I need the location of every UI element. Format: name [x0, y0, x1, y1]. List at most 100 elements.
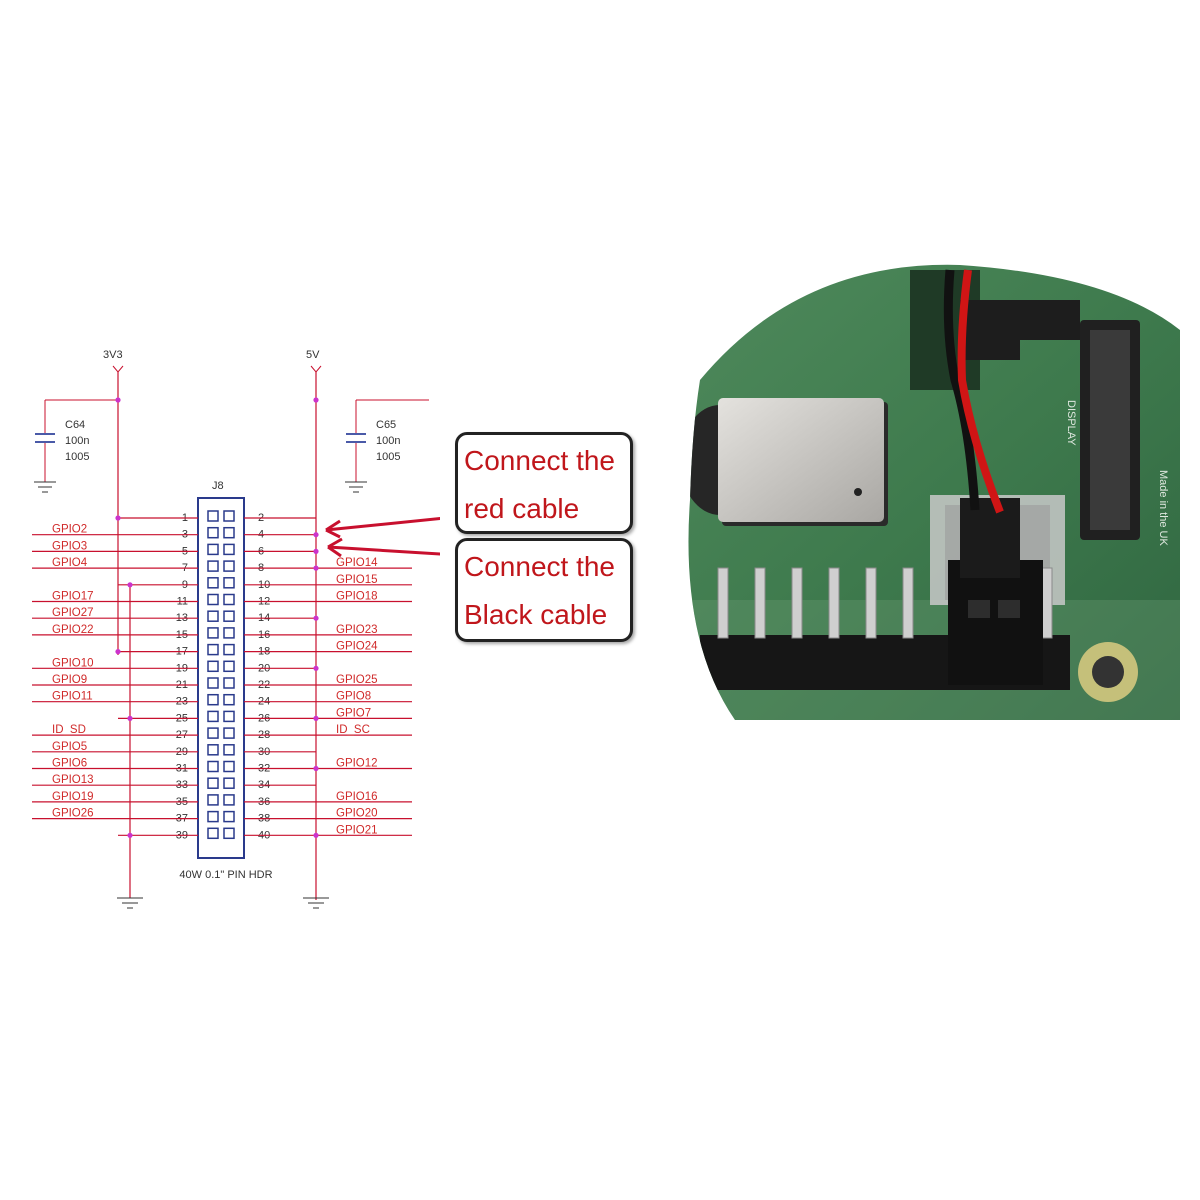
svg-text:Made in the UK: Made in the UK: [1157, 470, 1169, 546]
rail-label-5v: 5V: [306, 349, 320, 361]
arrow-red-callout: [325, 517, 440, 532]
callout-black-cable: Connect the Black cable: [455, 538, 633, 642]
header-caption: 40W 0.1" PIN HDR: [179, 869, 272, 881]
cap-c65-value: 100n: [376, 435, 400, 447]
rail-arrow-3v3: [112, 365, 124, 373]
header-pin-even: [223, 794, 235, 806]
fan-connector: [948, 560, 1043, 685]
callout-black-line1: Connect the: [464, 551, 615, 582]
callout-red-line2: red cable: [464, 493, 580, 524]
header-pin-even: [223, 593, 235, 606]
header-pin-even: [223, 827, 235, 840]
header-pin-odd: [207, 627, 219, 639]
red-cable: [957, 269, 1004, 514]
node-5v: [313, 548, 319, 555]
header-pin-even: [223, 643, 235, 656]
header-pin-odd: [207, 643, 219, 656]
signal-label-left: GPIO3: [52, 540, 87, 552]
signal-label-right: GPIO20: [336, 808, 378, 820]
signal-label-left: GPIO11: [52, 691, 93, 703]
header-pin-odd: [207, 693, 219, 706]
node-gnd-left: [127, 582, 133, 588]
signal-label-right: GPIO12: [336, 758, 378, 770]
cap-c65-package: 1005: [376, 451, 400, 463]
signal-label-left: GPIO6: [52, 758, 87, 770]
header-pin-odd: [207, 710, 219, 723]
black-cable: [943, 269, 980, 511]
header-pin-even: [223, 660, 235, 673]
node-5v: [313, 532, 319, 538]
signal-label-right: GPIO23: [336, 624, 378, 636]
display-connector: [1080, 320, 1140, 540]
cap-c65-ref: C65: [376, 419, 396, 431]
header-pin-even: [223, 810, 235, 823]
node-gnd-right: [313, 565, 319, 571]
header-pin-odd: [207, 744, 219, 756]
signal-label-right: GPIO18: [336, 591, 378, 603]
cap-c64-value: 100n: [65, 435, 89, 447]
header-pin-odd: [207, 560, 219, 572]
svg-text:DISPLAY: DISPLAY: [1065, 400, 1077, 446]
node-5v-cap: [313, 397, 319, 403]
signal-label-right: GPIO16: [336, 791, 378, 803]
header-pin-even: [223, 727, 235, 739]
arrowhead-red-callout: [325, 519, 341, 539]
header-pin-even: [223, 693, 235, 706]
header-pin-odd: [207, 593, 219, 606]
cap-c64-package: 1005: [65, 451, 89, 463]
header-pin-even: [223, 710, 235, 723]
soc-shield: [718, 398, 884, 522]
callout-black-line2: Black cable: [464, 599, 608, 630]
signal-label-left: GPIO22: [52, 624, 94, 636]
callout-red-line1: Connect the: [464, 445, 615, 476]
header-pin-odd: [207, 727, 219, 739]
signal-label-right: GPIO15: [336, 574, 378, 586]
header-pin-odd: [207, 510, 219, 522]
signal-label-left: ID_SD: [52, 724, 86, 736]
header-pin-even: [223, 510, 235, 522]
pin-header-base: [700, 635, 1070, 690]
arrowhead-black-callout: [327, 537, 343, 558]
node-gnd-right: [313, 665, 319, 671]
signal-label-left: GPIO26: [52, 808, 94, 820]
node-gnd-left: [127, 832, 133, 838]
header-outline: [197, 497, 245, 859]
node-gnd-right: [313, 765, 319, 772]
arrow-black-callout: [327, 545, 440, 556]
header-pin-odd: [207, 777, 219, 789]
signal-label-left: GPIO9: [52, 674, 87, 686]
signal-label-left: GPIO17: [52, 591, 94, 603]
header-pin-odd: [207, 577, 219, 589]
header-pin-odd: [207, 760, 219, 773]
signal-label-left: GPIO19: [52, 791, 94, 803]
signal-label-left: GPIO5: [52, 741, 87, 753]
header-pin-even: [223, 610, 235, 622]
rail-label-3v3: 3V3: [103, 349, 123, 361]
cap-c64-ref: C64: [65, 419, 85, 431]
signal-label-right: GPIO8: [336, 691, 371, 703]
header-pin-even: [223, 777, 235, 789]
header-pin-odd: [207, 543, 219, 556]
header-pin-odd: [207, 794, 219, 806]
node-gnd-right: [313, 715, 319, 722]
header-pin-odd: [207, 660, 219, 673]
node-gnd-left: [127, 715, 133, 722]
header-pin-even: [223, 677, 235, 689]
node-gnd-right: [313, 832, 319, 838]
header-pin-odd: [207, 526, 219, 539]
header-pin-even: [223, 526, 235, 539]
node-3v3: [115, 515, 121, 521]
header-pin-even: [223, 560, 235, 572]
rail-arrow-5v: [310, 365, 322, 373]
signal-label-left: GPIO27: [52, 607, 94, 619]
header-pin-odd: [207, 677, 219, 689]
signal-label-right: GPIO14: [336, 557, 378, 569]
node-3v3: [115, 649, 121, 655]
node-3v3-cap: [115, 397, 121, 403]
header-pin-even: [223, 627, 235, 639]
signal-label-right: GPIO21: [336, 824, 378, 836]
signal-label-right: ID_SC: [336, 724, 370, 736]
header-pin-odd: [207, 827, 219, 840]
signal-label-right: GPIO25: [336, 674, 378, 686]
